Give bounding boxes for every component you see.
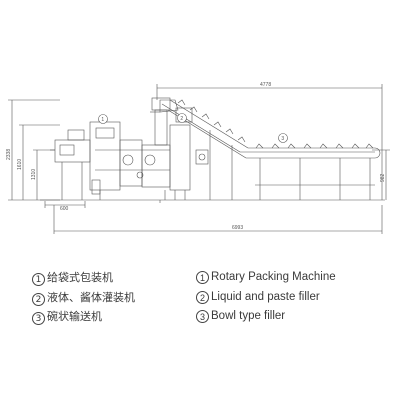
callout-2: 2 bbox=[177, 113, 187, 123]
callout-3: 3 bbox=[278, 133, 288, 143]
bowl-type-conveyor bbox=[159, 99, 381, 203]
machine-drawing: 4778 6993 2338 1610 1310 982 600 1 2 3 bbox=[6, 82, 390, 234]
dim-overall-length: 6993 bbox=[232, 225, 243, 231]
dim-height-low: 1310 bbox=[31, 169, 37, 180]
svg-text:3: 3 bbox=[281, 136, 284, 142]
dim-small-left: 600 bbox=[60, 206, 69, 212]
bag-infeed bbox=[50, 129, 91, 200]
svg-text:1: 1 bbox=[101, 117, 104, 123]
callout-1: 1 bbox=[98, 114, 108, 124]
dim-total-height: 2338 bbox=[6, 149, 12, 160]
dim-right-height: 982 bbox=[380, 173, 386, 182]
rotary-packing-machine bbox=[89, 97, 171, 200]
svg-text:2: 2 bbox=[180, 116, 183, 122]
dim-height-mid: 1610 bbox=[17, 159, 23, 170]
dim-top-length: 4778 bbox=[260, 82, 271, 88]
support-frame bbox=[169, 124, 191, 200]
